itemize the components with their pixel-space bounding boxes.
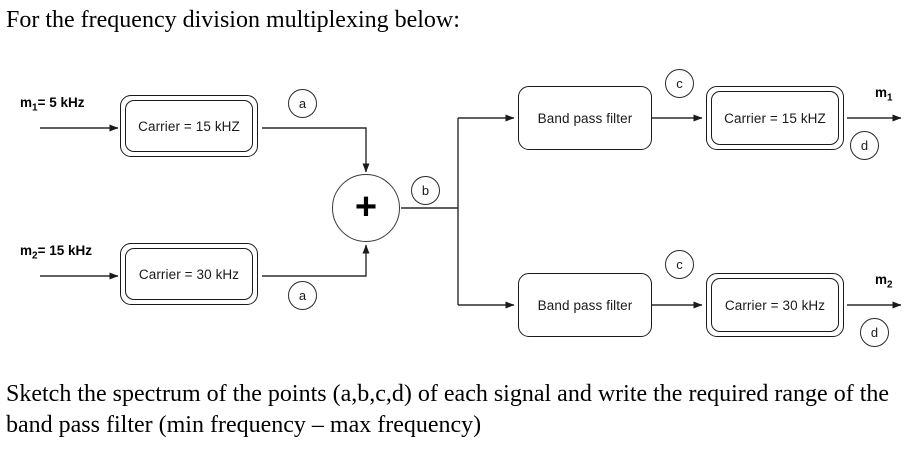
output-label-m2-name: m xyxy=(875,272,888,287)
probe-point-c-bottom-label: c xyxy=(676,257,683,272)
input-label-m1-value: = 5 kHz xyxy=(37,95,85,110)
closing-text: Sketch the spectrum of the points (a,b,c… xyxy=(6,381,890,438)
band-pass-filter-bottom[interactable]: Band pass filter xyxy=(518,273,652,337)
wire-a-bottom-to-summer xyxy=(262,244,370,277)
wire-a-top-to-summer xyxy=(262,127,370,173)
input-label-m2-subscript: 2 xyxy=(32,250,38,262)
demodulator-top-inner: Carrier = 15 kHZ xyxy=(711,91,839,145)
input-label-m1: m1= 5 kHz xyxy=(20,95,84,114)
plus-icon: + xyxy=(354,185,378,228)
demodulator-bottom-inner: Carrier = 30 kHz xyxy=(711,278,839,332)
probe-point-d-bottom-label: d xyxy=(870,325,879,340)
modulator-bottom-inner: Carrier = 30 kHz xyxy=(125,248,253,300)
output-label-m2-subscript: 2 xyxy=(887,279,893,291)
probe-point-a-top-label: a xyxy=(298,96,307,111)
demodulator-bottom-label: Carrier = 30 kHz xyxy=(724,297,826,313)
output-label-m1: m1 xyxy=(875,85,893,104)
modulator-bottom-carrier-30khz[interactable]: Carrier = 30 kHz xyxy=(120,243,258,305)
band-pass-filter-bottom-label: Band pass filter xyxy=(537,297,633,313)
demodulator-bottom-carrier-30khz[interactable]: Carrier = 30 kHz xyxy=(706,273,844,337)
input-label-m2-name: m xyxy=(20,243,33,258)
demodulator-top-carrier-15khz[interactable]: Carrier = 15 kHZ xyxy=(706,86,844,150)
probe-point-d-bottom[interactable]: d xyxy=(860,318,889,347)
probe-point-b[interactable]: b xyxy=(411,176,440,205)
output-label-m1-subscript: 1 xyxy=(887,92,893,104)
modulator-top-carrier-15khz[interactable]: Carrier = 15 kHZ xyxy=(120,95,258,157)
probe-point-a-bottom-label: a xyxy=(298,288,307,303)
output-label-m1-name: m xyxy=(875,85,888,100)
input-label-m2: m2= 15 kHz xyxy=(20,243,92,262)
probe-point-c-top[interactable]: c xyxy=(665,69,694,98)
intro-text: For the frequency division multiplexing … xyxy=(6,7,460,33)
modulator-bottom-label: Carrier = 30 kHz xyxy=(138,266,240,282)
output-label-m2: m2 xyxy=(875,272,893,291)
summing-junction[interactable]: + xyxy=(332,174,400,242)
modulator-top-label: Carrier = 15 kHZ xyxy=(138,118,240,134)
input-label-m2-value: = 15 kHz xyxy=(37,243,92,258)
probe-point-d-top-label: d xyxy=(860,138,869,153)
probe-point-a-top[interactable]: a xyxy=(288,89,317,118)
band-pass-filter-top[interactable]: Band pass filter xyxy=(518,86,652,150)
modulator-top-inner: Carrier = 15 kHZ xyxy=(125,100,253,152)
probe-point-d-top[interactable]: d xyxy=(850,131,879,160)
demodulator-top-label: Carrier = 15 kHZ xyxy=(724,110,826,126)
input-label-m1-subscript: 1 xyxy=(32,102,38,114)
band-pass-filter-top-label: Band pass filter xyxy=(537,110,633,126)
probe-point-b-label: b xyxy=(421,183,430,198)
input-label-m1-name: m xyxy=(20,95,33,110)
probe-point-c-bottom[interactable]: c xyxy=(665,250,694,279)
probe-point-c-top-label: c xyxy=(676,76,683,91)
probe-point-a-bottom[interactable]: a xyxy=(288,281,317,310)
